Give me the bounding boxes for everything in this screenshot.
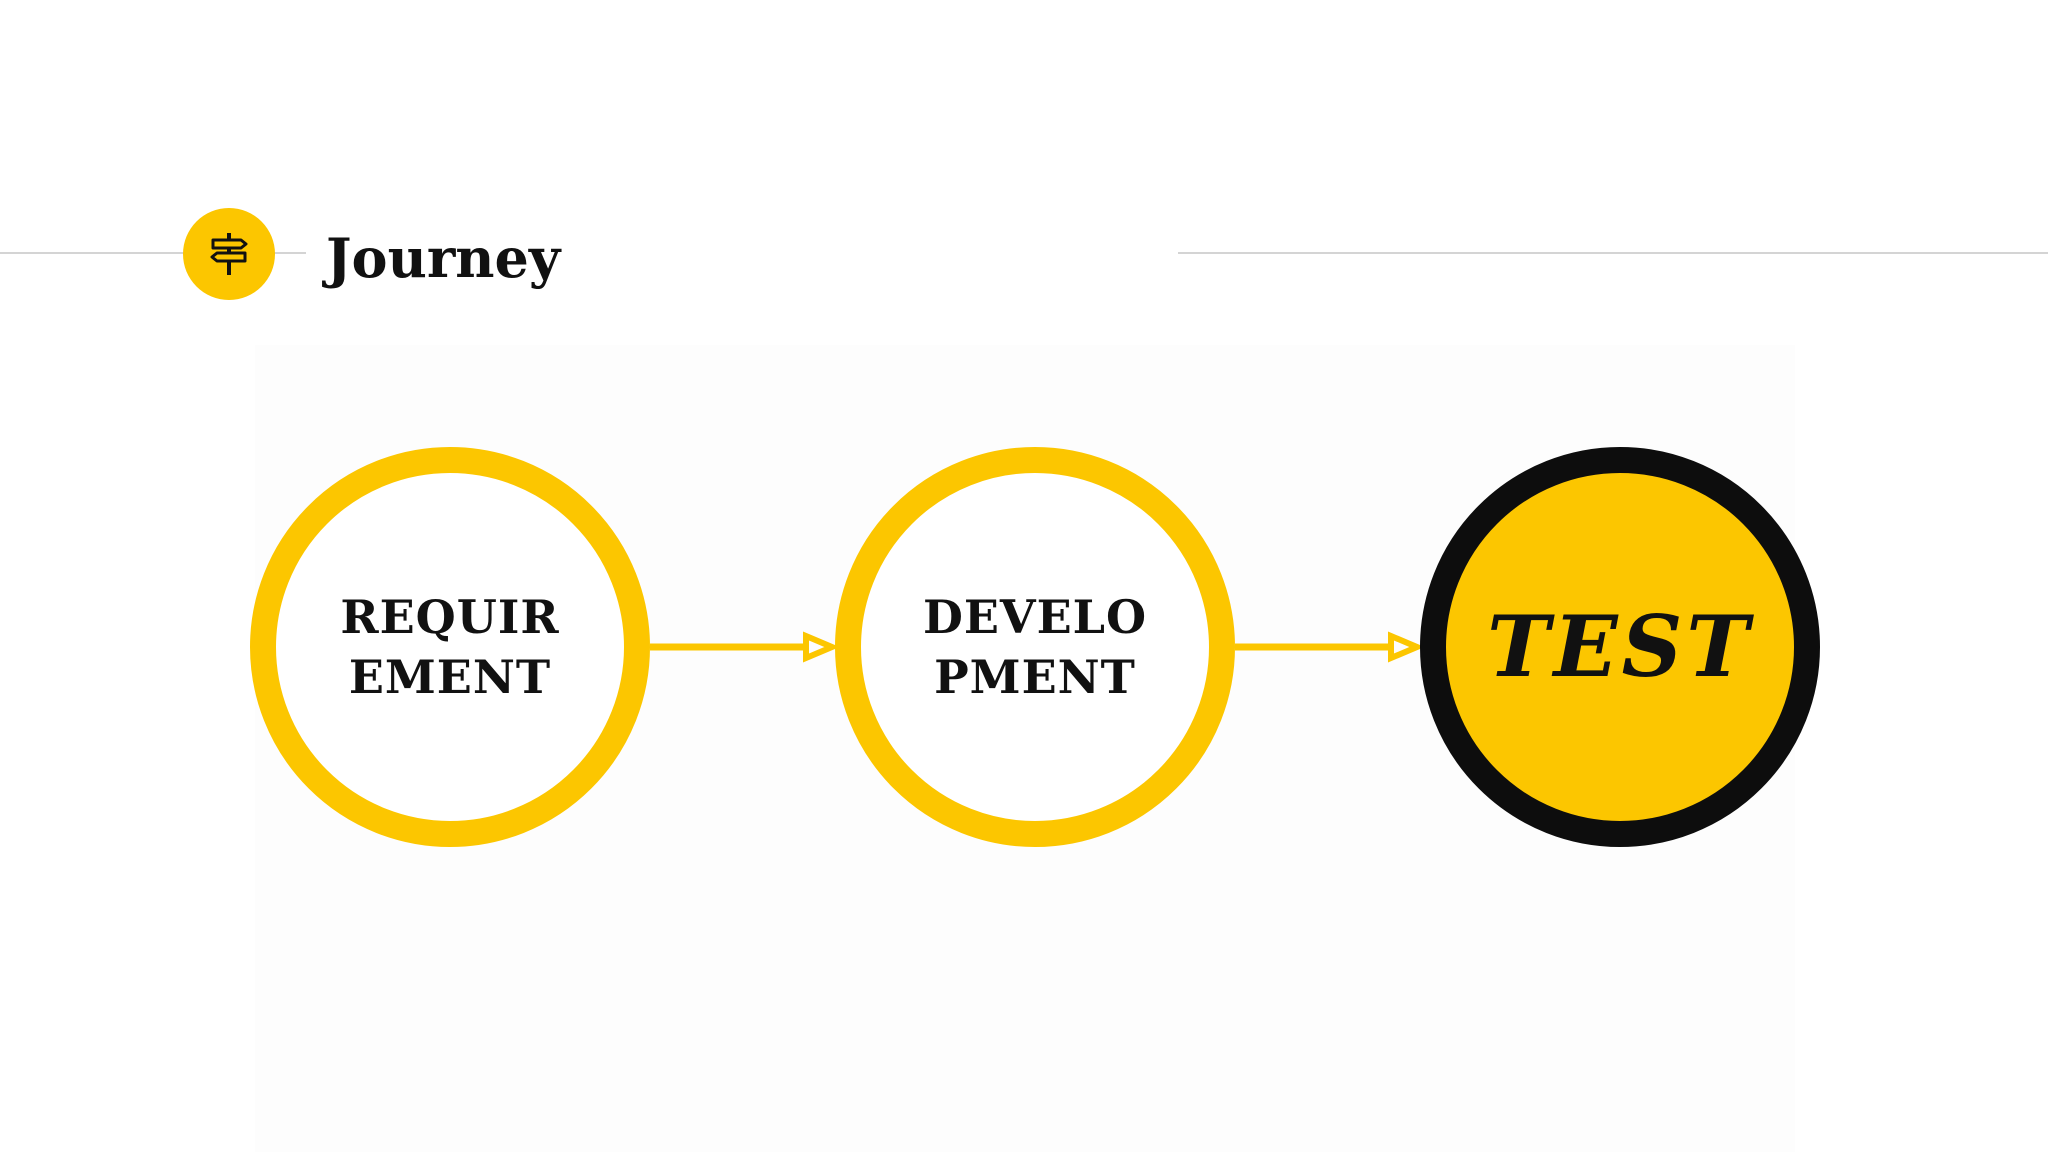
step-test: TEST [1420,447,1820,847]
step-label-line: TEST [1487,597,1753,696]
step-label-line: EMENT [348,650,552,704]
header-rule-right [1178,252,2048,254]
step-label: REQUIR EMENT [340,587,559,707]
step-requirement: REQUIR EMENT [250,447,650,847]
step-label: TEST [1487,602,1753,692]
header-rule-left [0,252,306,254]
step-label: DEVELO PMENT [923,587,1147,707]
step-label-line: DEVELO [922,590,1148,644]
page-title: Journey [326,226,561,290]
step-development: DEVELO PMENT [835,447,1235,847]
header-badge [183,208,275,300]
signpost-icon [210,233,248,275]
arrow-connector-1 [650,631,840,663]
step-label-line: REQUIR [340,590,560,644]
step-label-line: PMENT [934,650,1136,704]
arrow-connector-2 [1235,631,1425,663]
